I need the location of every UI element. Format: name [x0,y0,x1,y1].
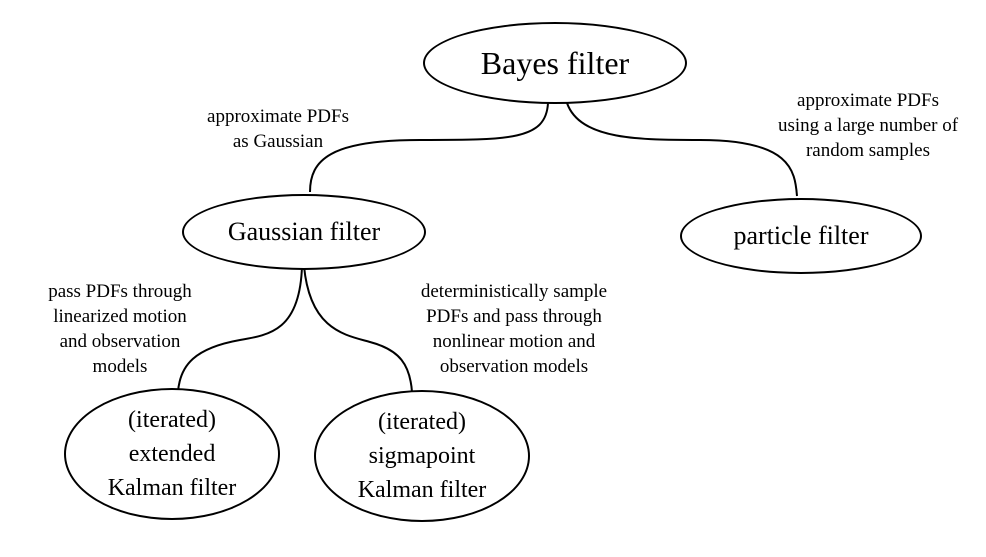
edge-label-line: approximate PDFs [207,106,349,127]
node-particle-filter: particle filter [680,198,922,274]
node-ekf-line-2: extended [128,441,216,467]
node-spkf-line-2: sigmapoint [368,443,476,469]
edge-label-gaussian-to-ekf: pass PDFs through linearized motion and … [22,279,218,379]
node-particle-filter-label: particle filter [733,221,869,251]
node-spkf-line-3: Kalman filter [357,477,487,503]
node-ekf-line-1: (iterated) [128,407,216,433]
node-gaussian-filter: Gaussian filter [182,194,426,270]
node-gaussian-filter-label: Gaussian filter [227,217,381,247]
edge-label-line: as Gaussian [232,131,324,152]
node-bayes-filter-label: Bayes filter [480,44,630,81]
edge-label-line: random samples [805,140,930,161]
edge-label-line: observation models [439,356,589,377]
node-sigmapoint-kalman-filter: (iterated) sigmapoint Kalman filter [314,390,530,522]
edge-label-gaussian-to-spkf: deterministically sample PDFs and pass t… [394,279,634,379]
edge-gaussian-to-ekf [177,265,303,393]
node-bayes-filter: Bayes filter [423,22,687,104]
edge-bayes-to-gaussian [309,102,549,193]
edge-gaussian-to-spkf [303,265,413,393]
node-extended-kalman-filter: (iterated) extended Kalman filter [64,388,280,520]
edge-label-bayes-to-particle: approximate PDFs using a large number of… [745,88,986,163]
edge-label-line: approximate PDFs [797,90,939,111]
edge-bayes-to-particle [566,102,798,197]
edge-label-line: models [92,356,148,377]
edge-label-line: linearized motion [53,306,187,327]
node-spkf-line-1: (iterated) [378,409,466,435]
edge-label-line: deterministically sample [420,281,608,302]
edge-label-line: pass PDFs through [48,281,192,302]
edge-label-line: and observation [59,331,181,352]
edge-label-bayes-to-gaussian: approximate PDFs as Gaussian [178,104,378,154]
edge-label-line: using a large number of [777,115,959,136]
node-ekf-line-3: Kalman filter [107,475,237,501]
edge-label-line: nonlinear motion and [432,331,596,352]
edge-label-line: PDFs and pass through [426,306,602,327]
